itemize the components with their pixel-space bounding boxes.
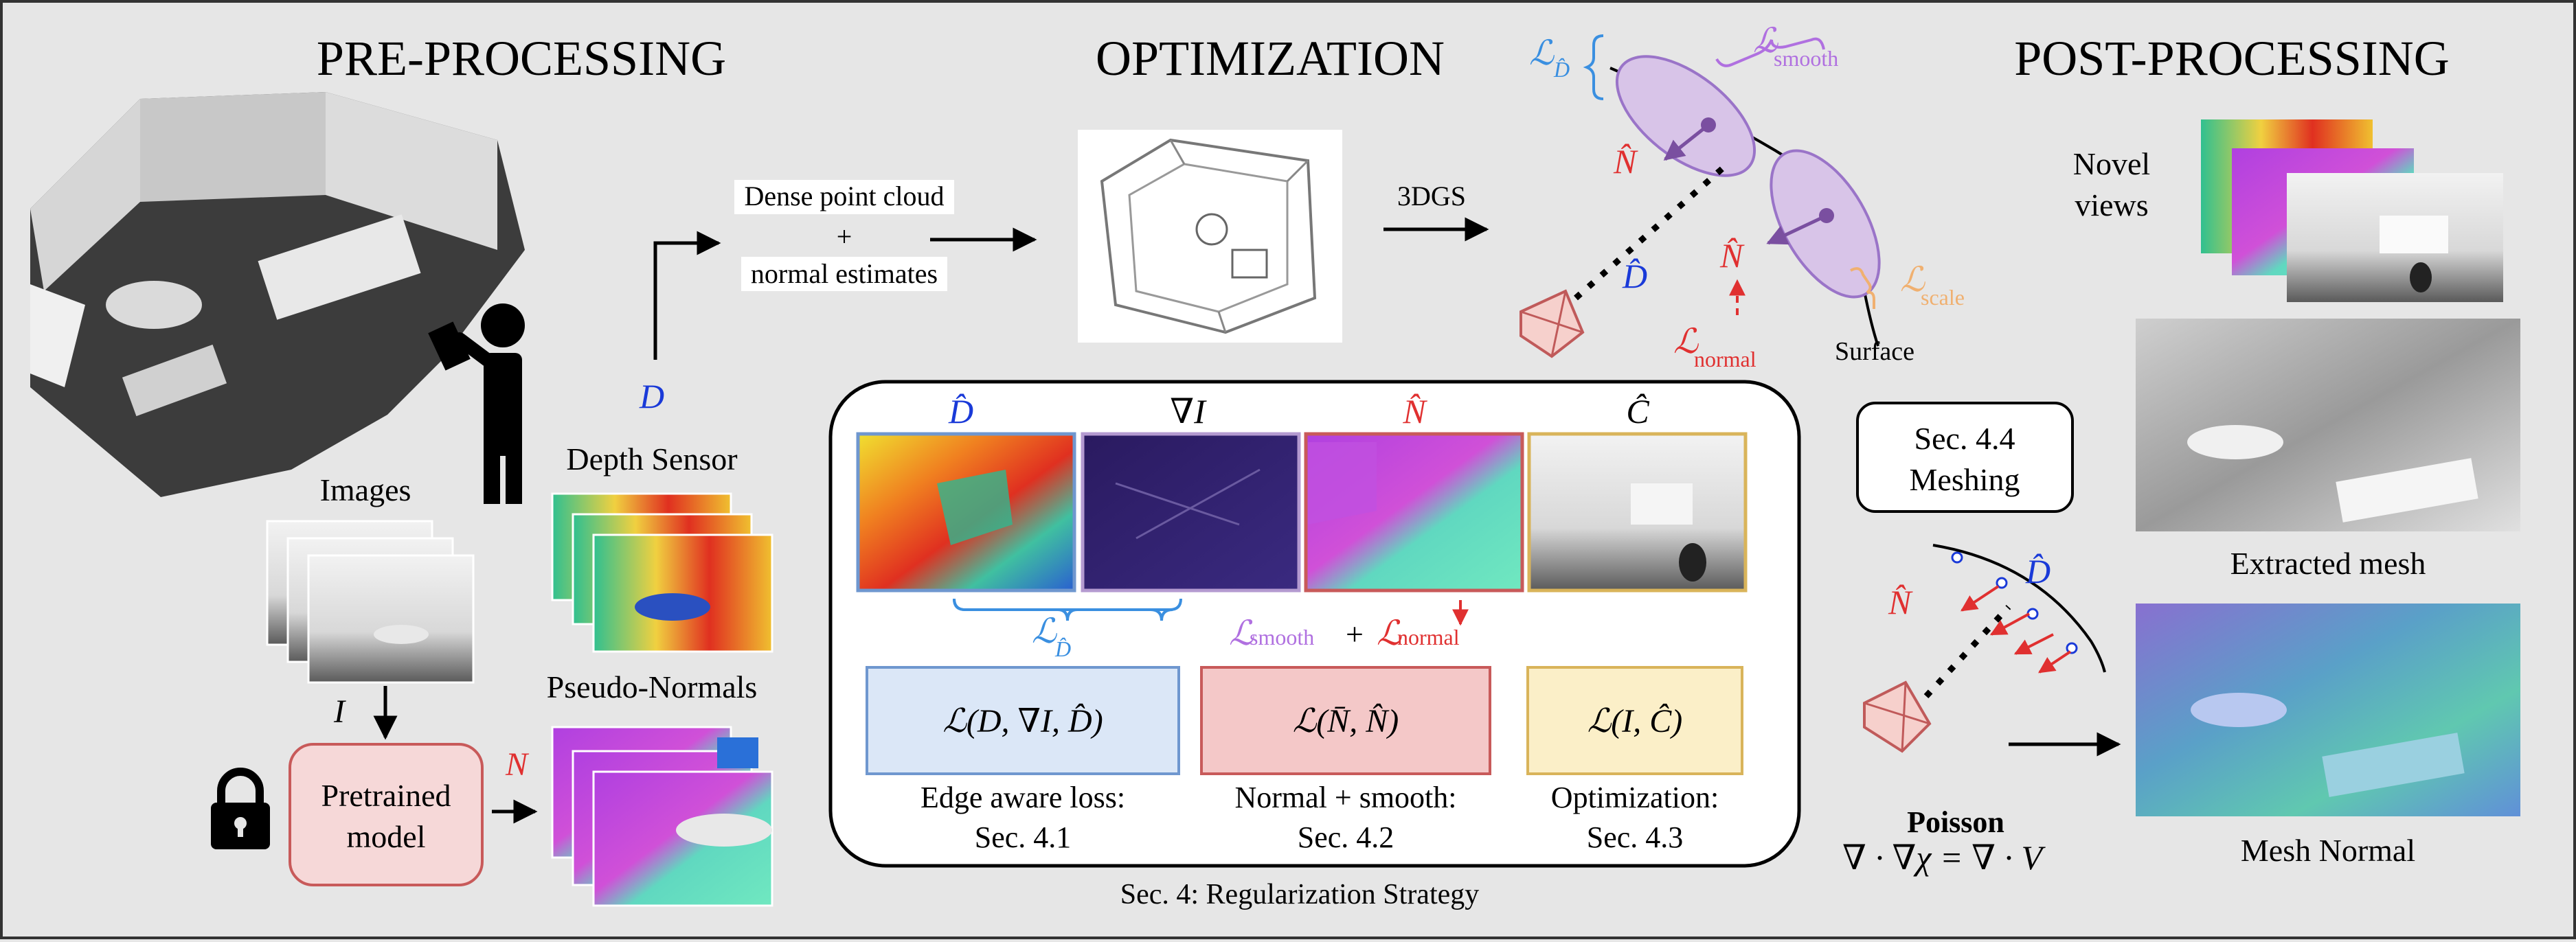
dense-label-bg — [734, 180, 954, 214]
loss-smooth-sub: smooth — [1774, 46, 1838, 71]
pretrained-line2: model — [347, 819, 426, 854]
section-title-optimization: OPTIMIZATION — [1096, 31, 1445, 86]
person-icon — [428, 303, 525, 504]
meshing-box — [1856, 402, 2074, 513]
loss-scale-symbol: ℒ — [1900, 260, 1925, 299]
d-label: D — [639, 377, 664, 415]
poisson-diagram — [1863, 544, 2106, 753]
section-title-post: POST-PROCESSING — [2014, 31, 2450, 86]
col-chat: Ĉ — [1626, 392, 1649, 430]
meshing-line2: Meshing — [1910, 462, 2020, 497]
image-details — [937, 442, 1706, 582]
cap3-line1: Optimization: — [1551, 781, 1719, 814]
cap1-line2: Sec. 4.1 — [975, 820, 1072, 854]
input-images-stack — [266, 520, 475, 684]
lock-icon — [211, 768, 270, 849]
loss-normal-sub: normal — [1694, 347, 1756, 371]
dense-label2-bg — [741, 257, 947, 291]
meshing-line1: Sec. 4.4 — [1914, 421, 2015, 456]
dense-line1: Dense point cloud — [744, 181, 944, 211]
poisson-label: Poisson — [1907, 805, 2004, 839]
cap2-line2: Sec. 4.2 — [1298, 820, 1394, 854]
brace-dhat-curve — [953, 598, 1182, 621]
surface-label: Surface — [1835, 337, 1914, 366]
edge-aware-loss-formula: ℒ(D, ∇I, D̂) — [942, 702, 1103, 739]
normal-smooth-loss-box — [1200, 666, 1491, 775]
optimization-loss-formula: ℒ(I, Ĉ) — [1588, 702, 1683, 739]
gaussian-diagram — [1519, 34, 1881, 358]
dense-plus: + — [837, 221, 852, 252]
post-d-hat: D̂ — [2025, 552, 2050, 590]
loss-normal-symbol: ℒ — [1673, 322, 1699, 360]
poisson-equation: ∇ · ∇χ = ∇ · V⃗ — [1842, 838, 2069, 877]
brace-loss-sub: D̂ — [1054, 636, 1071, 661]
3dgs-label: 3DGS — [1397, 181, 1466, 211]
section-title-pre: PRE-PROCESSING — [317, 31, 726, 86]
dense-line2: normal estimates — [751, 258, 938, 289]
novel-line2: views — [2075, 187, 2148, 222]
mesh-normal-label: Mesh Normal — [2241, 833, 2415, 868]
novel-views-stack — [2201, 119, 2503, 302]
n-hat-2: N̂ — [1719, 236, 1745, 275]
optimization-loss-box — [1526, 666, 1743, 775]
col-grad: ∇I — [1170, 392, 1207, 430]
point-cloud-image — [1078, 130, 1342, 343]
pretrained-line1: Pretrained — [321, 778, 451, 813]
extracted-mesh-label: Extracted mesh — [2230, 546, 2426, 581]
novel-line1: Novel — [2073, 146, 2150, 181]
plus-sign: + — [1346, 617, 1364, 652]
post-n-hat: N̂ — [1888, 583, 1913, 621]
i-label: I — [333, 693, 346, 730]
diagram-canvas: PRE-PROCESSING OPTIMIZATION POST-PROCESS… — [30, 21, 2520, 910]
loss-d-symbol: ℒ — [1529, 34, 1555, 72]
d-hat-opt: D̂ — [1622, 257, 1647, 295]
mesh-normal-details — [2191, 693, 2465, 797]
loss-smooth-symbol: ℒ — [1753, 21, 1778, 60]
cap1-line1: Edge aware loss: — [920, 781, 1125, 814]
normal-loss-sub: normal — [1397, 625, 1460, 650]
n-label: N — [505, 746, 530, 783]
arrow-d-to-pointcloud — [653, 231, 721, 360]
edge-aware-loss-box — [866, 666, 1180, 775]
pretrained-model-box — [289, 743, 484, 886]
loss-scale-sub: scale — [1921, 285, 1965, 310]
smooth-loss: ℒ — [1229, 614, 1254, 652]
normal-loss: ℒ — [1377, 614, 1402, 652]
mesh-details — [2187, 425, 2478, 522]
cap3-line2: Sec. 4.3 — [1587, 820, 1684, 854]
smooth-loss-sub: smooth — [1250, 625, 1314, 650]
depth-maps-stack — [551, 492, 773, 653]
col-dhat: D̂ — [948, 392, 973, 430]
pseudo-normals-label: Pseudo-Normals — [547, 669, 758, 704]
images-label: Images — [320, 472, 411, 507]
normal-smooth-loss-formula: ℒ(N̄, N̂) — [1293, 702, 1399, 739]
gradient-image — [1081, 432, 1301, 593]
n-hat-1: N̂ — [1613, 142, 1638, 181]
regularization-caption: Sec. 4: Regularization Strategy — [1120, 879, 1480, 910]
cap2-line1: Normal + smooth: — [1234, 781, 1456, 814]
brace-loss: ℒ — [1032, 612, 1057, 650]
room-scan-image — [30, 92, 525, 497]
pseudo-normals-stack — [551, 726, 773, 907]
depth-sensor-label: Depth Sensor — [566, 441, 737, 476]
loss-d-sub: D̂ — [1553, 57, 1570, 82]
col-nhat: N̂ — [1402, 392, 1427, 430]
